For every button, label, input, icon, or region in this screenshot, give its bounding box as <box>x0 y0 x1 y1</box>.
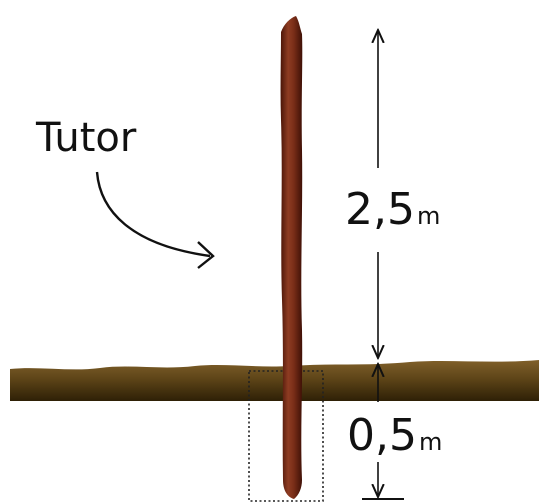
below-ground-unit: m <box>419 428 442 456</box>
stake-shape <box>280 16 303 499</box>
pointer-arrow <box>95 171 211 258</box>
pointer-arrow-head <box>197 241 215 269</box>
stake-label: Tutor <box>35 115 137 161</box>
above-ground-unit: m <box>417 202 440 230</box>
soil-strip <box>10 360 539 401</box>
above-ground-measure: 2,5m <box>345 184 440 235</box>
below-ground-value: 0,5 <box>347 410 417 461</box>
below-ground-measure: 0,5m <box>347 410 442 461</box>
above-ground-value: 2,5 <box>345 184 415 235</box>
